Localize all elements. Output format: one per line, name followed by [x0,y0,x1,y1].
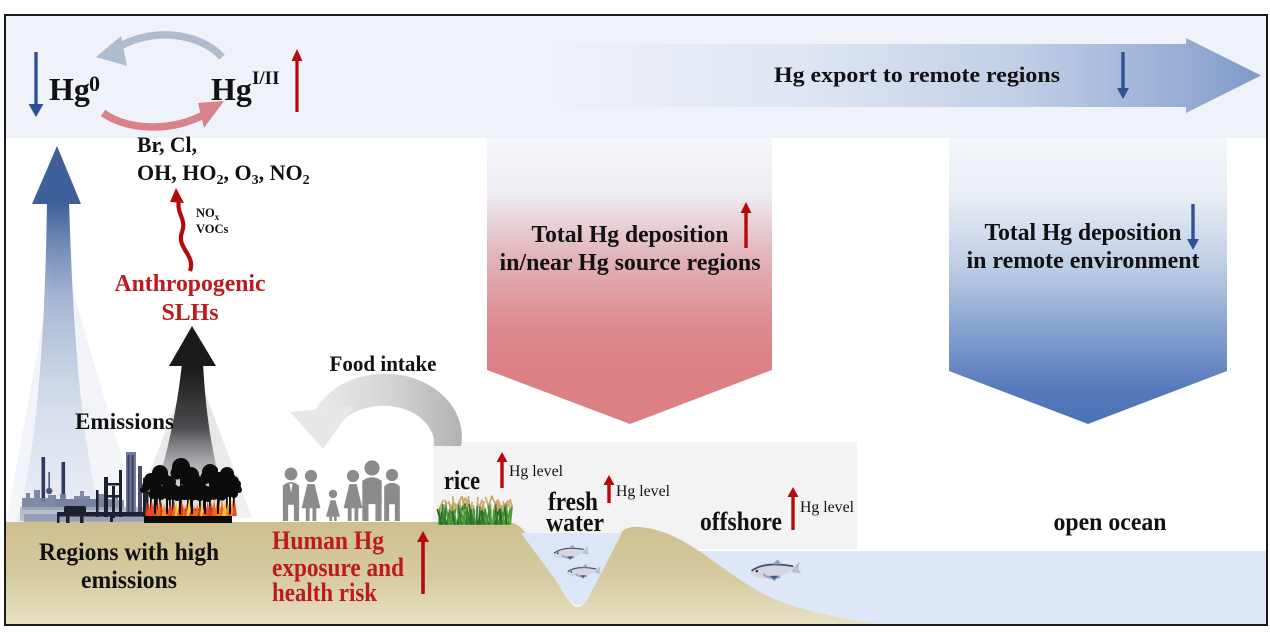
svg-text:Hg: Hg [211,71,252,107]
svg-text:health risk: health risk [272,578,377,607]
svg-text:emissions: emissions [81,567,177,594]
svg-text:0: 0 [89,71,100,96]
svg-text:SLHs: SLHs [162,299,219,326]
svg-text:in/near Hg source regions: in/near Hg source regions [500,250,761,276]
svg-text:NOx: NOx [196,206,220,222]
svg-text:Total Hg deposition: Total Hg deposition [985,220,1182,246]
svg-text:Hg level: Hg level [509,463,564,480]
svg-text:Total Hg deposition: Total Hg deposition [532,222,729,248]
svg-text:Human Hg: Human Hg [272,526,384,555]
svg-text:Anthropogenic: Anthropogenic [115,270,266,297]
svg-text:I/II: I/II [252,68,279,89]
svg-text:rice: rice [444,466,480,495]
svg-text:in remote environment: in remote environment [967,248,1200,274]
svg-text:Food intake: Food intake [330,351,437,376]
svg-text:OH, HO2, O3, NO2: OH, HO2, O3, NO2 [137,160,310,188]
svg-text:water: water [546,508,604,537]
svg-text:Hg export to remote regions: Hg export to remote regions [774,62,1060,87]
svg-text:Hg level: Hg level [800,499,855,516]
svg-text:Hg: Hg [49,71,90,107]
svg-text:Br, Cl,: Br, Cl, [137,132,197,157]
svg-text:offshore: offshore [700,507,782,536]
svg-text:open ocean: open ocean [1054,509,1167,536]
svg-text:fresh: fresh [548,487,598,516]
svg-text:exposure and: exposure and [272,553,404,582]
svg-text:Hg level: Hg level [616,483,671,500]
svg-text:VOCs: VOCs [196,222,229,236]
svg-text:Emissions: Emissions [75,409,174,434]
svg-text:Regions with high: Regions with high [39,539,219,566]
